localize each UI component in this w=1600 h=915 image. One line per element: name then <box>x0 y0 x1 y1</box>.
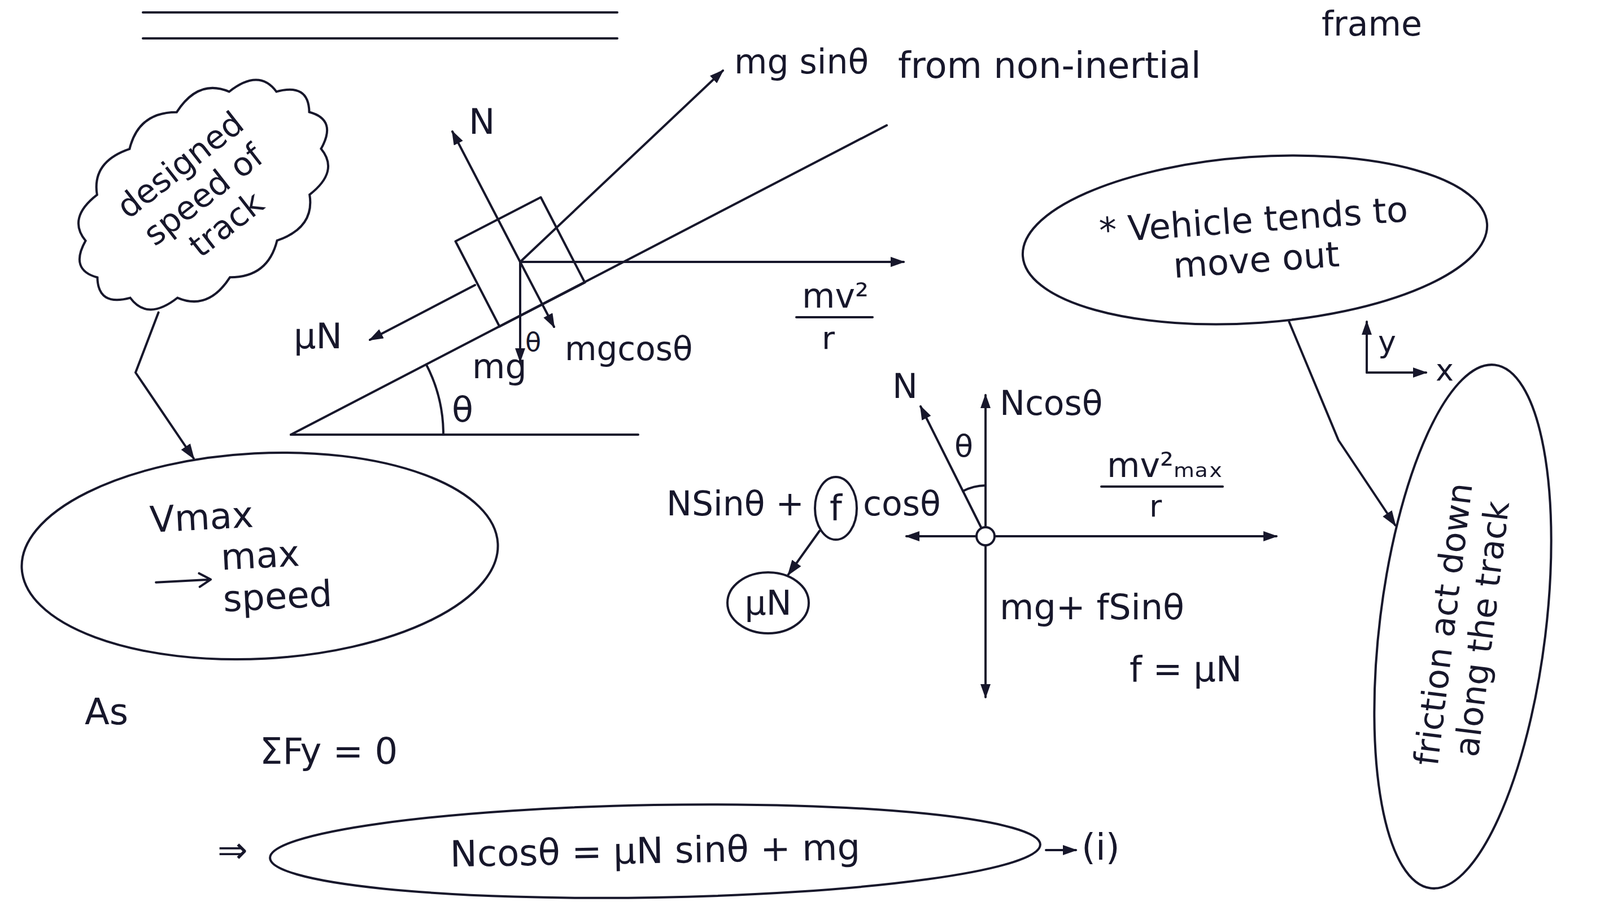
arrow-row: max speed <box>150 529 371 625</box>
text-group: Vmaxmax speed <box>148 488 371 625</box>
force-arrow <box>520 262 555 328</box>
text-group: designed speed of track <box>101 98 305 292</box>
arrow-symbol <box>152 568 216 595</box>
circled-term: f <box>813 475 859 542</box>
axis-arrow <box>1366 371 1427 374</box>
angle-label: θ <box>525 327 542 358</box>
node-text: friction act down along the track <box>1403 454 1523 800</box>
force-label: mgcosθ <box>564 330 693 369</box>
weight-arrow <box>519 262 522 362</box>
equation-text: f = μN <box>1129 649 1242 690</box>
body-point <box>976 527 995 546</box>
equation-number: (i) <box>1081 827 1120 870</box>
title-underline <box>142 37 618 40</box>
note-text: from non-inertial <box>897 45 1202 87</box>
oval-outline <box>269 798 1042 905</box>
normal-force-arrow <box>452 131 521 263</box>
fraction-numerator: mv²ₘₐₓ <box>1106 446 1224 486</box>
node-text: Vmax <box>148 494 255 542</box>
arrow-symbol <box>155 572 212 590</box>
equation-oval: Ncosθ = μN sinθ + mg <box>267 796 1044 907</box>
angle-label: θ <box>451 389 474 430</box>
force-label: mg <box>472 347 527 387</box>
incline-base <box>290 433 639 437</box>
node-text: * Vehicle tends to move out <box>1094 188 1416 291</box>
oval-outline <box>16 441 504 672</box>
force-label: cosθ <box>862 484 941 524</box>
node-text: Ncosθ = μN sinθ + mg <box>449 827 861 876</box>
fraction-denominator: r <box>821 320 835 357</box>
force-label: mg+ fSinθ <box>999 587 1185 628</box>
fraction-numerator: mv² <box>801 276 869 316</box>
oval-outline <box>727 572 809 634</box>
connector-arrow <box>135 312 194 460</box>
implies-symbol: ⇒ <box>217 830 248 873</box>
note-text: frame <box>1321 4 1423 44</box>
axis-label: y <box>1378 324 1397 360</box>
oval-callout: Vmaxmax speed <box>14 439 505 674</box>
force-arrow <box>520 70 723 263</box>
force-label: μN <box>293 316 343 357</box>
leader-arrow <box>1045 849 1076 852</box>
node-text: μN <box>744 583 792 623</box>
fraction-bar <box>1101 485 1223 488</box>
cloud-outline <box>35 34 372 355</box>
node-text: designed speed of track <box>101 98 305 292</box>
oval-callout: friction act down along the track <box>1346 352 1580 901</box>
force-label: NSinθ + <box>666 484 805 524</box>
axis-arrow <box>1365 321 1368 373</box>
force-label: mg sinθ <box>734 42 869 82</box>
connector-arrow <box>788 531 820 575</box>
force-arrow <box>984 395 987 528</box>
circled-term: μN <box>725 570 811 636</box>
force-arrow <box>984 545 987 698</box>
force-label: N <box>468 101 495 142</box>
node-text: f <box>829 487 843 529</box>
fraction-denominator: r <box>1149 489 1162 525</box>
force-label: Ncosθ <box>999 384 1104 424</box>
oval-callout: * Vehicle tends to move out <box>1015 138 1495 341</box>
fraction-bar <box>796 316 873 319</box>
text-group: friction act down along the track <box>1403 454 1523 800</box>
oval-outline <box>1017 141 1494 340</box>
text-group: * Vehicle tends to move out <box>1094 188 1416 291</box>
oval-outline <box>814 477 857 540</box>
incline-slope <box>290 125 887 435</box>
angle-label: θ <box>954 429 974 465</box>
force-label: N <box>892 367 918 407</box>
force-arrow <box>994 535 1277 538</box>
friction-arrow <box>369 285 475 340</box>
cloud-callout: designed speed of track <box>28 28 378 361</box>
text-group: μN <box>744 583 792 623</box>
angle-arc <box>426 364 444 435</box>
node-text: max speed <box>219 529 371 621</box>
title-underline <box>142 11 618 14</box>
note-text: As <box>84 691 129 734</box>
centrifugal-arrow <box>520 260 904 264</box>
oval-outline <box>1348 355 1578 900</box>
text-group: f <box>829 487 843 529</box>
text-group: Ncosθ = μN sinθ + mg <box>449 827 861 876</box>
force-arrow <box>906 535 977 538</box>
axis-label: x <box>1435 352 1454 388</box>
angle-arc <box>962 485 986 492</box>
equation-text: ΣFy = 0 <box>259 731 398 774</box>
